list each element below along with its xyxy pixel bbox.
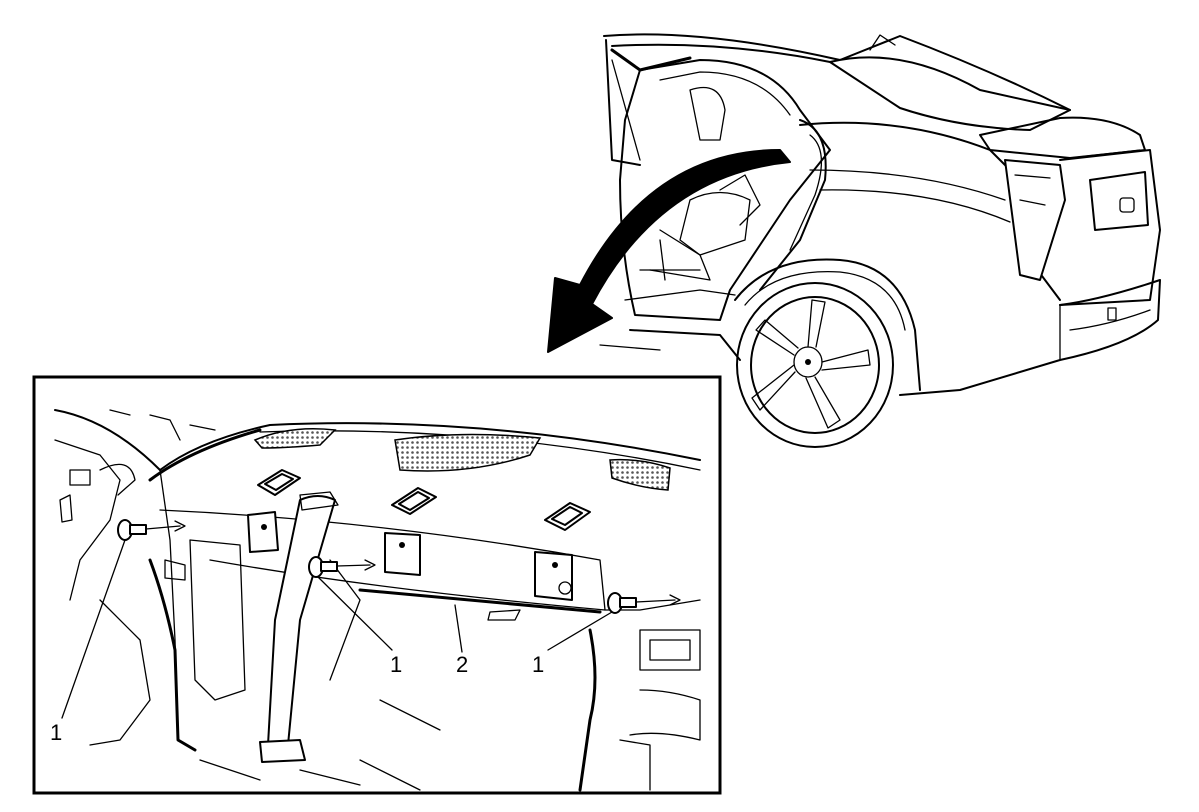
fastener-right xyxy=(607,592,681,614)
callout-fastener-center: 1 xyxy=(390,652,402,677)
fastener-center xyxy=(308,556,376,578)
callout-fastener-left: 1 xyxy=(50,720,62,745)
inset-detail: 1 1 2 1 xyxy=(32,375,722,795)
wheel xyxy=(736,282,894,448)
vehicle-overview xyxy=(599,33,1161,448)
speaker-grille-center xyxy=(394,433,542,472)
curved-arrow-icon xyxy=(547,149,791,353)
fastener-left xyxy=(117,519,186,541)
speaker-grille-right xyxy=(609,458,671,491)
callout-panel: 2 xyxy=(456,652,468,677)
callout-fastener-right: 1 xyxy=(532,652,544,677)
speaker-grille-left xyxy=(253,428,337,449)
